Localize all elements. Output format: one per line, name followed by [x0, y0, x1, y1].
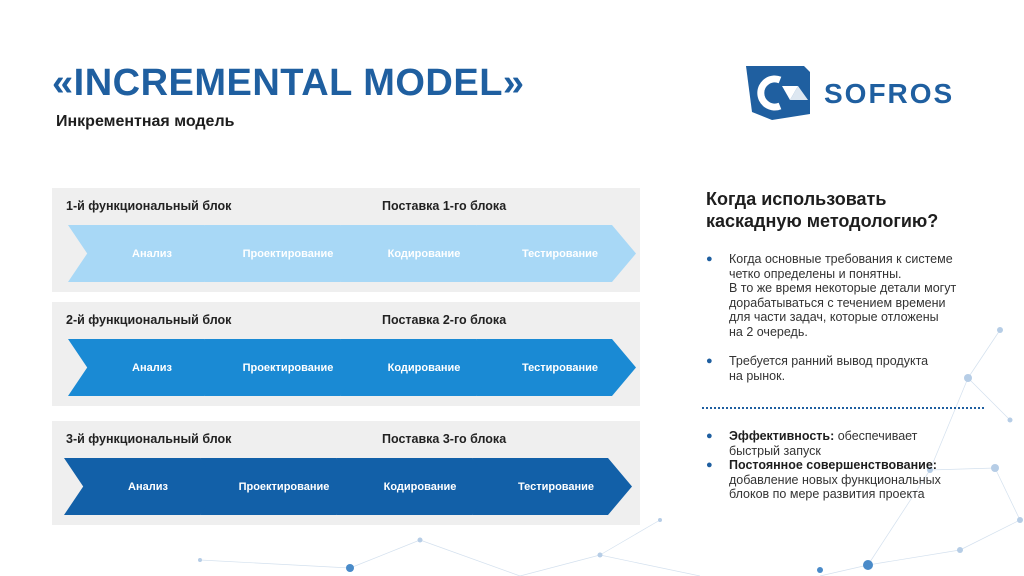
- bullet-line: четко определены и понятны.: [729, 266, 902, 281]
- stage-label: Проектирование: [242, 247, 334, 260]
- sofros-logo-icon: [746, 66, 810, 120]
- right-heading-line: каскадную методологию?: [706, 211, 939, 231]
- stage-analysis: Анализ: [68, 339, 228, 396]
- logo-text: SOFROS: [824, 78, 955, 109]
- stage-label: Кодирование: [387, 361, 461, 374]
- functional-block-2: 2-й функциональный блок Поставка 2-го бл…: [52, 302, 640, 406]
- bullet-line: быстрый запуск: [729, 443, 821, 458]
- stage-coding: Кодирование: [340, 339, 500, 396]
- stage-design: Проектирование: [204, 339, 364, 396]
- bullet-line: блоков по мере развития проекта: [729, 487, 925, 501]
- stage-design: Проектирование: [204, 225, 364, 282]
- bullet-line: добавление новых функциональных: [729, 472, 941, 487]
- stage-coding: Кодирование: [340, 225, 500, 282]
- bullet-efficiency: ● Эффективность: обеспечивает быстрый за…: [706, 429, 917, 458]
- functional-block-1: 1-й функциональный блок Поставка 1-го бл…: [52, 188, 640, 292]
- stage-testing: Тестирование: [476, 339, 636, 396]
- bullet-bold-label: Постоянное совершенствование:: [729, 458, 937, 472]
- bullet-line: для части задач, которые отложены: [729, 310, 939, 324]
- bullet-line: на 2 очередь.: [729, 324, 808, 339]
- right-heading: Когда использовать каскадную методологию…: [706, 188, 938, 232]
- stage-label: Проектирование: [238, 480, 330, 493]
- block-title: 2-й функциональный блок: [66, 313, 232, 327]
- block-title: 3-й функциональный блок: [66, 432, 232, 446]
- block-title: 1-й функциональный блок: [66, 199, 232, 213]
- stage-analysis: Анализ: [64, 458, 224, 515]
- bullet-requirements: ● Когда основные требования к системе че…: [706, 252, 956, 339]
- stage-label: Анализ: [132, 361, 172, 374]
- block-delivery: Поставка 2-го блока: [382, 313, 507, 327]
- bullet-line: В то же время некоторые детали могут: [729, 281, 957, 295]
- bullet-line: на рынок.: [729, 368, 786, 383]
- stage-label: Кодирование: [383, 480, 457, 493]
- stage-testing: Тестирование: [476, 225, 636, 282]
- bullet-early-release: ● Требуется ранний вывод продукта на рын…: [706, 354, 928, 383]
- functional-block-3: 3-й функциональный блок Поставка 3-го бл…: [52, 421, 640, 525]
- right-heading-line: Когда использовать: [706, 189, 887, 209]
- sofros-logo: SOFROS: [742, 64, 972, 124]
- stage-label: Анализ: [128, 480, 168, 493]
- block-delivery: Поставка 3-го блока: [382, 432, 507, 446]
- bullet-dot-icon: ●: [706, 355, 713, 367]
- bullet-line: Требуется ранний вывод продукта: [729, 354, 929, 368]
- stage-label: Кодирование: [387, 247, 461, 260]
- bullet-line: Когда основные требования к системе: [729, 252, 953, 266]
- stage-coding: Кодирование: [336, 458, 496, 515]
- page-subtitle: Инкрементная модель: [56, 113, 235, 130]
- stage-label: Тестирование: [521, 247, 599, 260]
- bullet-line: дорабатываться с течением времени: [729, 295, 946, 310]
- stage-label: Анализ: [132, 247, 172, 260]
- dotted-divider: [702, 407, 984, 409]
- stage-label: Проектирование: [242, 361, 334, 374]
- bullet-dot-icon: ●: [706, 253, 713, 265]
- stage-label: Тестирование: [521, 361, 599, 374]
- bullet-dot-icon: ●: [706, 459, 713, 471]
- bullet-text: обеспечивает: [834, 429, 918, 443]
- bullet-improvement: ● Постоянное совершенствование: добавлен…: [706, 458, 941, 502]
- page-title: «INCREMENTAL MODEL»: [52, 62, 525, 104]
- bullet-bold-label: Эффективность:: [729, 429, 835, 443]
- stage-label: Тестирование: [517, 480, 595, 493]
- stage-testing: Тестирование: [472, 458, 632, 515]
- block-delivery: Поставка 1-го блока: [382, 199, 507, 213]
- stage-design: Проектирование: [200, 458, 360, 515]
- bullet-dot-icon: ●: [706, 430, 713, 442]
- stage-analysis: Анализ: [68, 225, 228, 282]
